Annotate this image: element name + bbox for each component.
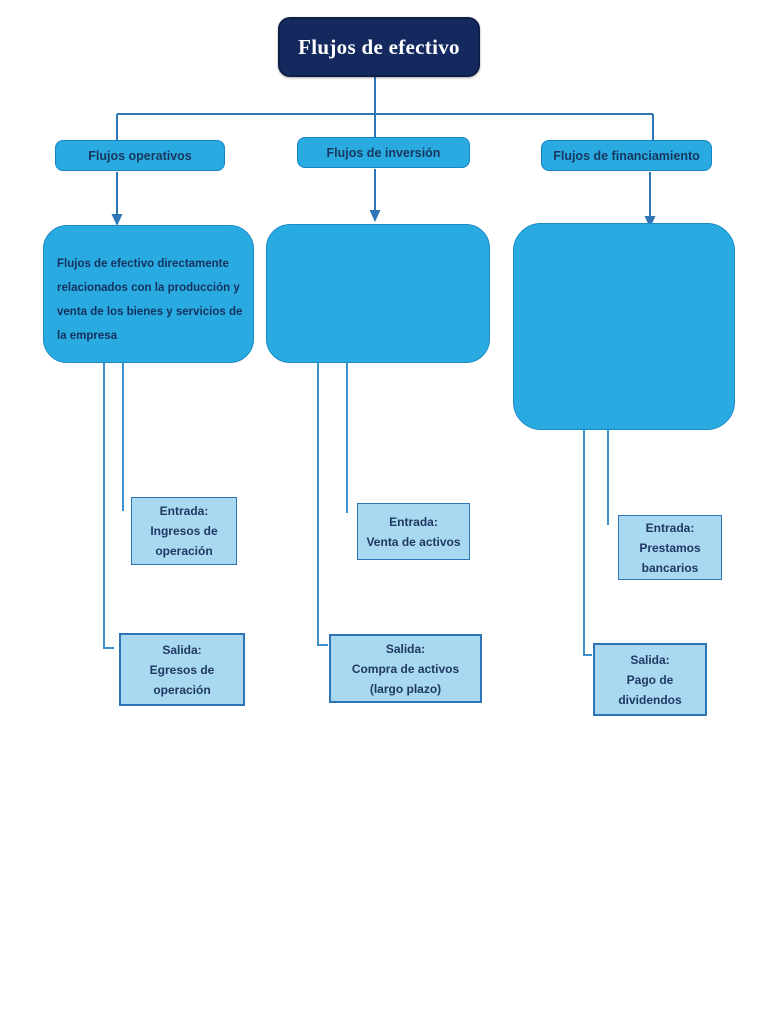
salida-text: Salida: Compra de activos (largo plazo) bbox=[351, 641, 460, 696]
big-box-description bbox=[514, 224, 734, 250]
entrada-text: Entrada: Prestamos bancarios bbox=[639, 520, 701, 575]
big-box-description: Flujos de efectivo directamente relacion… bbox=[57, 258, 243, 342]
big-box-operativos: Flujos de efectivo directamente relacion… bbox=[43, 225, 254, 363]
big-box-description bbox=[267, 225, 489, 251]
title-text: Flujos de efectivo bbox=[298, 34, 460, 59]
branch-label-text: Flujos de inversión bbox=[326, 145, 441, 160]
salida-box-operativos: Salida: Egresos de operación bbox=[119, 633, 245, 706]
salida-box-inversion: Salida: Compra de activos (largo plazo) bbox=[329, 634, 482, 703]
salida-text: Salida: Egresos de operación bbox=[149, 642, 215, 697]
title-box: Flujos de efectivo bbox=[278, 17, 480, 77]
branch-label-text: Flujos operativos bbox=[88, 148, 192, 163]
branch-label-text: Flujos de financiamiento bbox=[553, 148, 700, 163]
entrada-text: Entrada: Ingresos de operación bbox=[150, 504, 218, 558]
entrada-box-inversion: Entrada: Venta de activos bbox=[357, 503, 470, 560]
big-box-financiamiento bbox=[513, 223, 735, 430]
entrada-box-operativos: Entrada: Ingresos de operación bbox=[131, 497, 237, 565]
branch-label-inversion: Flujos de inversión bbox=[297, 137, 470, 168]
big-box-inversion bbox=[266, 224, 490, 363]
entrada-text: Entrada: Venta de activos bbox=[366, 514, 461, 549]
branch-label-financiamiento: Flujos de financiamiento bbox=[541, 140, 712, 171]
salida-box-financiamiento: Salida: Pago de dividendos bbox=[593, 643, 707, 716]
entrada-box-financiamiento: Entrada: Prestamos bancarios bbox=[618, 515, 722, 580]
branch-label-operativos: Flujos operativos bbox=[55, 140, 225, 171]
tree-bracket bbox=[116, 77, 654, 141]
salida-text: Salida: Pago de dividendos bbox=[618, 652, 682, 707]
branch-arrows bbox=[116, 169, 651, 217]
